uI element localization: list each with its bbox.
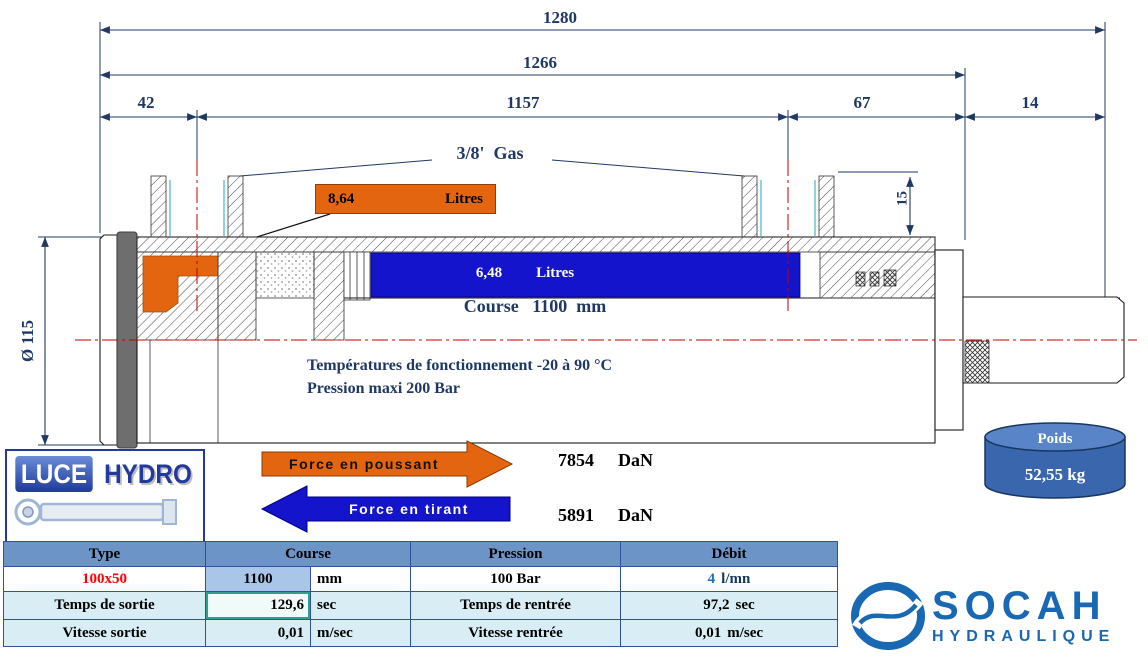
force-push-arrow — [261, 440, 514, 488]
rod-thread — [964, 340, 990, 384]
centerlines — [75, 160, 1137, 341]
temps-rentree-unit: sec — [735, 597, 755, 613]
oil-head-side-value: 6,48 — [475, 265, 503, 281]
cell-vitesse-rentree-value: 0,01 m/sec — [621, 620, 838, 647]
cell-temps-rentree-value: 97,2 sec — [621, 592, 838, 620]
force-push-number: 7854 — [558, 450, 594, 470]
cell-temps-sortie-label: Temps de sortie — [4, 592, 206, 620]
dim-diameter: Ø 115 — [18, 319, 37, 363]
left-port — [150, 175, 244, 238]
dim-left-offset: 42 — [137, 93, 155, 112]
temps-rentree-number: 97,2 — [703, 597, 730, 613]
course-label: Course 1100 mm — [463, 296, 607, 316]
dim-tip-offset: 14 — [1021, 93, 1039, 112]
oil-rod-side-callout: 8,64 Litres — [315, 184, 496, 214]
cell-vitesse-rentree-label: Vitesse rentrée — [411, 620, 621, 647]
socah-name: SOCAH — [932, 584, 1107, 628]
oil-volume-head-side — [370, 252, 801, 298]
dim-port-height: 15 — [894, 191, 911, 206]
force-pull-unit: DaN — [618, 505, 653, 525]
weight-value: 52,55 kg — [1024, 465, 1086, 484]
piston-rod — [962, 296, 1125, 384]
cell-pression-value: 100 Bar — [411, 567, 621, 592]
weight-badge — [984, 422, 1126, 499]
socah-swirl-icon — [851, 582, 925, 650]
force-pull-label: Force en tirant — [349, 501, 469, 517]
temperature-note: Températures de fonctionnement -20 à 90 … — [307, 357, 613, 374]
force-push-label: Force en poussant — [289, 456, 439, 472]
vitesse-rentree-number: 0,01 — [694, 624, 722, 641]
barrel-top-wall — [136, 236, 936, 253]
cell-vitesse-sortie-label: Vitesse sortie — [4, 620, 206, 647]
oil-head-side-unit: Litres — [536, 265, 575, 281]
weight-label: Poids — [1037, 431, 1073, 447]
force-pull-value: 5891 DaN — [558, 505, 718, 526]
socah-tagline: HYDRAULIQUE — [932, 628, 1116, 645]
cell-type-value: 100x50 — [4, 567, 206, 592]
force-pull-arrow — [260, 485, 511, 533]
cell-temps-rentree-label: Temps de rentrée — [411, 592, 621, 620]
oil-rod-side-unit: Litres — [444, 190, 483, 207]
force-push-value: 7854 DaN — [558, 450, 718, 471]
luce-hydro-logo: LUCE HYDRO — [5, 449, 205, 545]
cell-course-unit: mm — [311, 567, 411, 592]
vitesse-rentree-unit: m/sec — [727, 624, 764, 641]
cylinder-lineart-icon — [14, 498, 177, 526]
force-push-unit: DaN — [618, 450, 653, 470]
debit-number: 4 — [707, 570, 716, 587]
socah-logo: SOCAH HYDRAULIQUE — [850, 578, 1146, 654]
hydro-logo-text: HYDRO — [104, 458, 192, 489]
cell-temps-sortie-unit: sec — [311, 592, 411, 620]
header-debit: Débit — [621, 542, 838, 567]
cell-course-input[interactable]: 1100 — [206, 567, 311, 592]
header-course: Course — [206, 542, 411, 567]
force-pull-number: 5891 — [558, 505, 594, 525]
cell-temps-sortie-value[interactable]: 129,6 — [206, 592, 311, 620]
debit-unit: l/mn — [721, 570, 751, 587]
cell-vitesse-sortie-unit: m/sec — [311, 620, 411, 647]
oil-head-side-callout: 6,48 Litres — [440, 265, 610, 282]
right-port — [741, 175, 835, 238]
header-type: Type — [4, 542, 206, 567]
pressure-note: Pression maxi 200 Bar — [307, 380, 461, 397]
dim-port-span: 1157 — [506, 93, 540, 112]
gas-thread-label: 3/8' Gas — [456, 143, 524, 163]
oil-rod-side-value: 8,64 — [328, 190, 355, 207]
dim-right-offset: 67 — [853, 93, 871, 112]
header-pression: Pression — [411, 542, 621, 567]
cell-debit-value: 4 l/mn — [621, 567, 838, 592]
dim-total-length: 1280 — [543, 8, 577, 27]
cell-vitesse-sortie-value: 0,01 — [206, 620, 311, 647]
luce-logo-text: LUCE — [15, 456, 93, 492]
dim-sub-length: 1266 — [523, 53, 557, 72]
spec-table: Type Course Pression Débit 100x50 1100 m… — [3, 541, 838, 647]
